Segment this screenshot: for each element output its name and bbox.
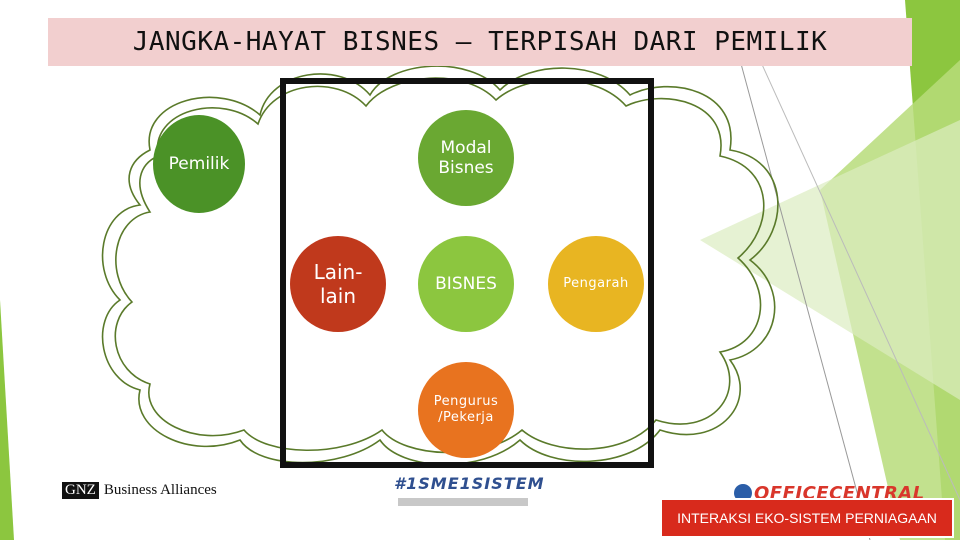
node-pengarah-label: Pengarah [563,276,629,292]
node-pengurus-pekerja: Pengurus/Pekerja [418,362,514,458]
globe-icon [734,484,752,502]
node-lain-lain: Lain-lain [290,236,386,332]
gnz-text: Business Alliances [103,482,217,498]
left-edge-accent [0,300,14,540]
business-frame [280,78,654,468]
node-pemilik-label: Pemilik [168,153,230,174]
right-light-accent [700,120,960,400]
footer-text: INTERAKSI EKO-SISTEM PERNIAGAAN [677,510,937,526]
right-thin-line [739,59,871,540]
node-pengarah: Pengarah [548,236,644,332]
gnz-mark: GNZ [62,482,99,499]
sme-logo: #1SME1SISTEM [388,474,544,512]
node-lain-lain-label: Lain-lain [313,260,363,308]
node-bisnes-label: BISNES [435,273,497,294]
page-title: JANGKA-HAYAT BISNES – TERPISAH DARI PEMI… [132,27,828,57]
sme-logo-bar [398,498,528,506]
sme-logo-text: #1SME1SISTEM [394,474,545,493]
node-bisnes: BISNES [418,236,514,332]
right-thin-line-2 [759,59,960,501]
gnz-logo: GNZ Business Alliances [62,482,217,499]
node-pemilik: Pemilik [153,115,245,213]
node-pengurus-label: Pengurus/Pekerja [433,394,499,425]
title-bar: JANGKA-HAYAT BISNES – TERPISAH DARI PEMI… [48,18,912,66]
footer-banner: INTERAKSI EKO-SISTEM PERNIAGAAN [660,498,954,538]
